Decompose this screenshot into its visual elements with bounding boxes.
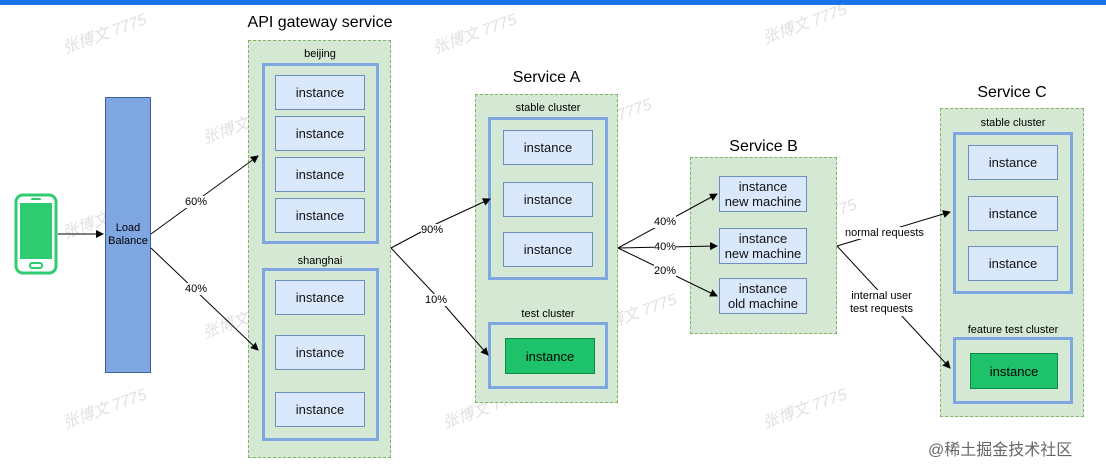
service-b-instance: instance new machine — [719, 176, 807, 212]
load-balancer-label: Load Balance — [108, 222, 148, 247]
service-c-instance: instance — [968, 145, 1058, 180]
service-a-stable-label: stable cluster — [515, 102, 581, 114]
service-c-stable-label: stable cluster — [980, 117, 1046, 129]
gateway-title: API gateway service — [247, 14, 393, 31]
edge-label-normal-requests: normal requests — [845, 227, 924, 239]
service-c-feature-label: feature test cluster — [967, 324, 1059, 336]
edge-label-b3: 20% — [654, 265, 677, 277]
service-c-instance: instance — [968, 196, 1058, 231]
service-c-feature-cluster — [953, 337, 1073, 404]
load-balancer-box: Load Balance — [105, 97, 151, 373]
service-c-title: Service C — [977, 84, 1047, 101]
beijing-instance: instance — [275, 157, 365, 192]
brand-watermark: @稀土掘金技术社区 — [928, 442, 1073, 459]
service-b-title: Service B — [729, 138, 798, 155]
shanghai-instance: instance — [275, 392, 365, 427]
service-c-stable-cluster — [953, 132, 1073, 294]
edge-label-40: 40% — [185, 283, 208, 295]
edge-label-10: 10% — [425, 294, 448, 306]
service-c-feature-instance: instance — [970, 353, 1058, 389]
arrow-lb-to-shanghai — [150, 247, 259, 351]
service-a-instance: instance — [503, 182, 593, 217]
service-a-instance: instance — [503, 232, 593, 267]
service-b-instance: instance new machine — [719, 228, 807, 264]
edge-label-90: 90% — [421, 224, 444, 236]
beijing-cluster — [262, 63, 379, 244]
shanghai-cluster — [262, 268, 379, 441]
service-c-instance: instance — [968, 246, 1058, 281]
smartphone-icon — [14, 193, 58, 275]
top-accent-bar — [0, 0, 1106, 5]
beijing-instance: instance — [275, 198, 365, 233]
beijing-instance: instance — [275, 116, 365, 151]
service-b-instance: instance old machine — [719, 278, 807, 314]
edge-label-b1: 40% — [654, 216, 677, 228]
service-a-title: Service A — [512, 69, 581, 86]
shanghai-label: shanghai — [297, 255, 343, 267]
service-a-test-cluster — [488, 322, 608, 389]
service-a-instance: instance — [503, 130, 593, 165]
edge-label-internal-requests: internal user test requests — [850, 290, 913, 316]
beijing-label: beijing — [304, 48, 336, 60]
edge-label-60: 60% — [185, 196, 208, 208]
service-a-test-instance: instance — [505, 338, 595, 374]
shanghai-instance: instance — [275, 280, 365, 315]
service-a-test-label: test cluster — [521, 308, 575, 320]
shanghai-instance: instance — [275, 335, 365, 370]
arrow-lb-to-beijing — [150, 155, 259, 235]
beijing-instance: instance — [275, 75, 365, 110]
edge-label-b2: 40% — [654, 241, 677, 253]
